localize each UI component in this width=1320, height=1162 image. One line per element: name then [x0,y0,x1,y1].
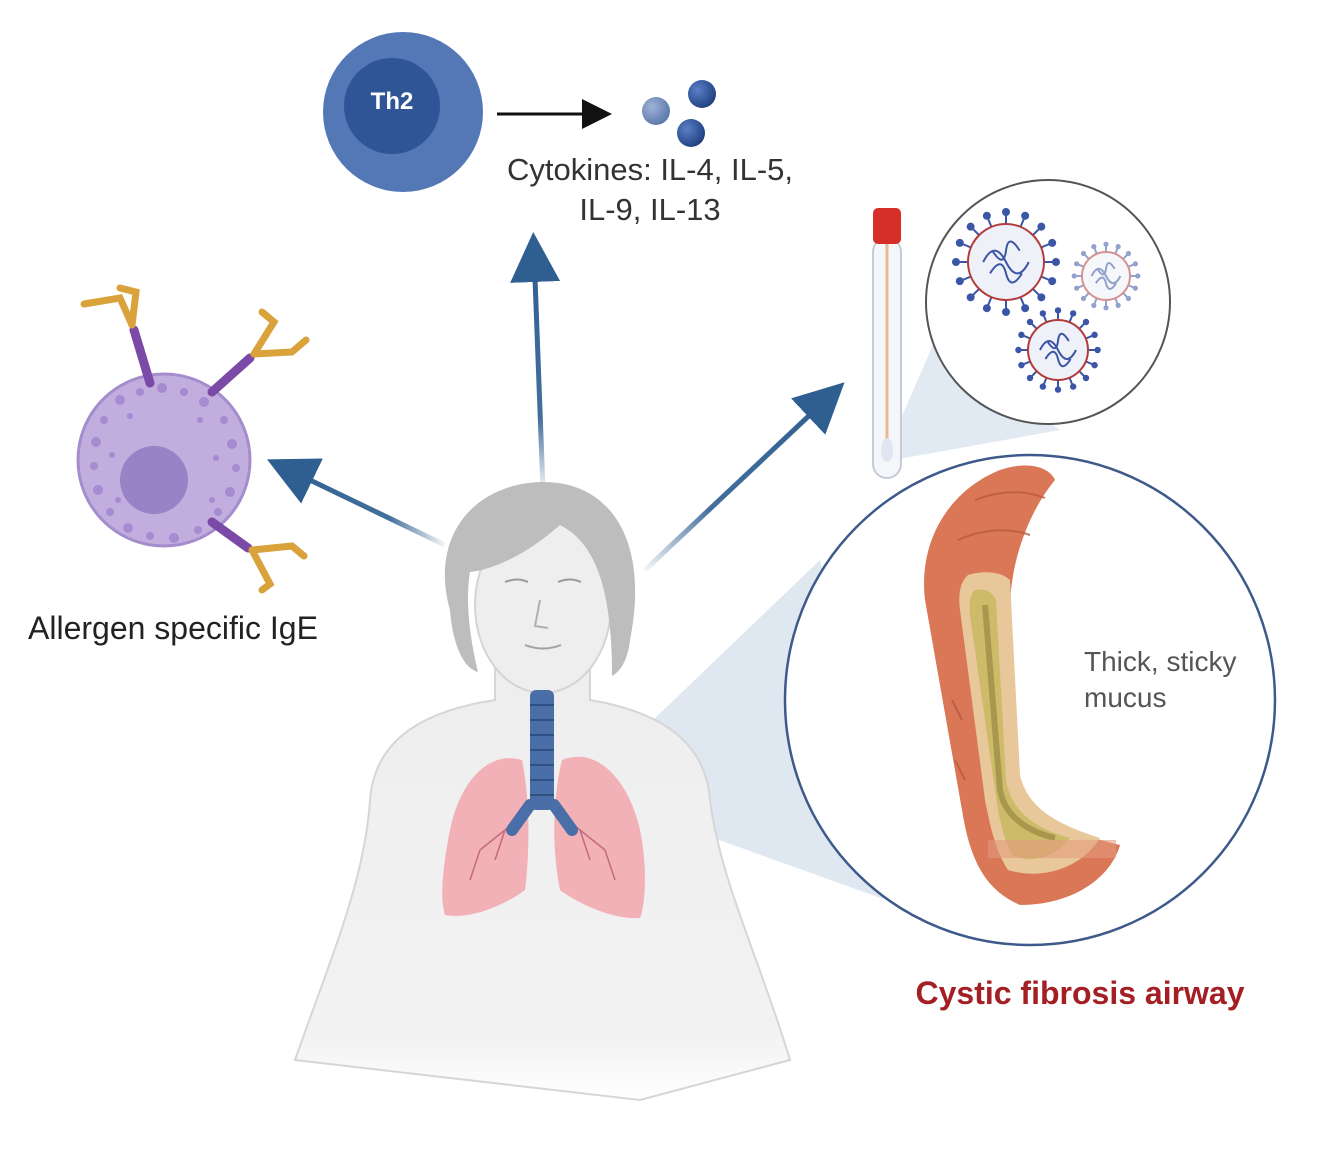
mast-cell-icon [76,372,252,548]
allergen-ige-label: Allergen specific IgE [28,610,318,646]
virus-magnifier-circle [925,179,1171,425]
lungs-icon [442,756,645,919]
arrow-to-ige [266,458,447,548]
virus-icon [952,208,1060,316]
swab-magnifier-cone [882,340,1060,462]
ige-antibody-icon [80,284,310,594]
mucus-label: Thick, sticky mucus [1084,646,1237,713]
airway-tube-icon [924,465,1120,905]
cf-airway-label: Cystic fibrosis airway [915,975,1245,1011]
th2-label: Th2 [370,88,414,115]
swab-tube-icon [872,208,902,479]
airway-magnifier-circle [783,453,1277,947]
virus-icon [1071,241,1141,311]
th2-cell-icon [323,32,483,192]
human-body-icon [293,481,792,1102]
arrow-to-swab [643,382,845,572]
cytokine-dots-icon [642,80,716,147]
virus-icon [1015,307,1101,393]
trachea-icon [506,690,578,836]
virus-icon-group [952,208,1141,393]
arrow-to-cytokines [510,232,561,491]
cytokines-label: Cytokines: IL-4, IL-5, IL-9, IL-13 [506,152,793,227]
